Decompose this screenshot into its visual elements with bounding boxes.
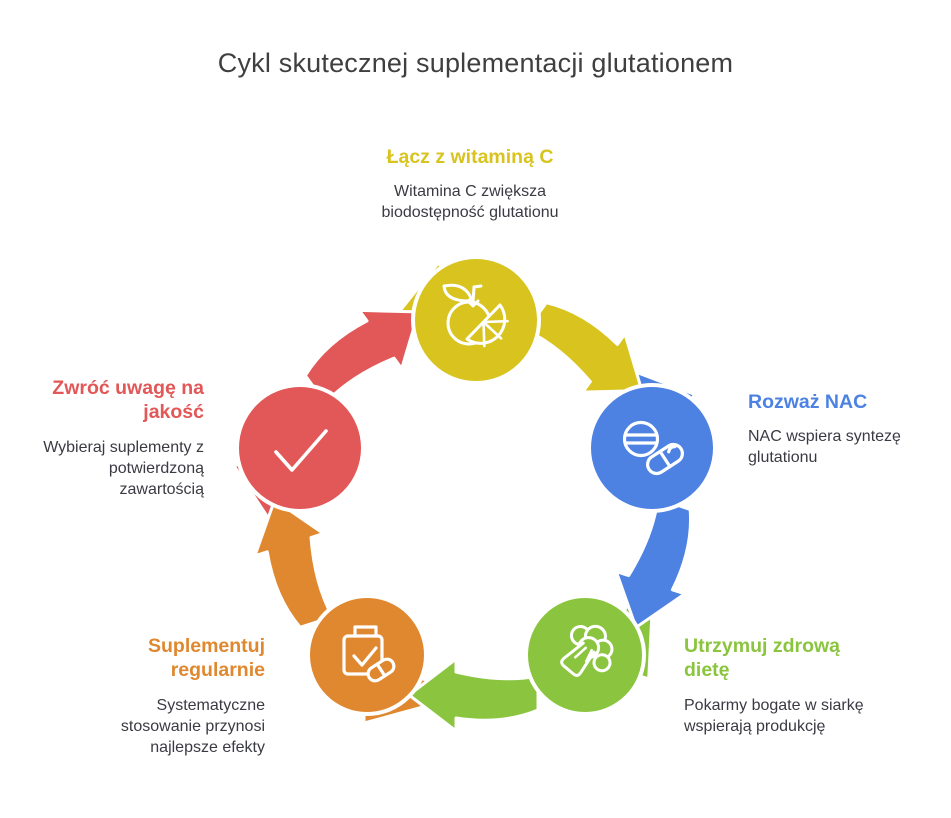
- checkmark-icon: [274, 429, 328, 472]
- step-description-quality: Wybieraj suplementy z potwierdzoną zawar…: [43, 438, 204, 498]
- step-heading-regular-supplementation: Suplementuj regularnie: [147, 635, 265, 682]
- step-circles: [235, 255, 717, 716]
- step-circle-regular-supplementation: [306, 594, 428, 716]
- step-circle-vitamin-c: [411, 255, 541, 385]
- pills-icon: [622, 420, 684, 476]
- step-description-vitamin-c: Witamina C zwiększa biodostępność glutat…: [381, 183, 559, 222]
- step-block-vitamin-c: Łącz z witaminą C Witamina C zwiększa bi…: [330, 145, 610, 224]
- step-block-regular-supplementation: Suplementuj regularnie Systematyczne sto…: [60, 634, 265, 758]
- step-block-healthy-diet: Utrzymuj zdrową dietę Pokarmy bogate w s…: [684, 634, 904, 737]
- page-title: Cykl skutecznej suplementacji glutatione…: [217, 48, 734, 78]
- orange-fruit-icon: [442, 283, 509, 348]
- step-heading-vitamin-c: Łącz z witaminą C: [386, 146, 554, 168]
- step-circle-nac: [587, 383, 717, 513]
- step-heading-quality: Zwróć uwagę na jakość: [52, 377, 204, 424]
- step-circle-quality: [235, 383, 365, 513]
- step-description-nac: NAC wspiera syntezę glutationu: [748, 428, 901, 467]
- step-description-healthy-diet: Pokarmy bogate w siarkę wspierają produk…: [684, 696, 864, 735]
- step-block-nac: Rozważ NAC NAC wspiera syntezę glutation…: [748, 390, 943, 469]
- arrow-healthy-diet-to-regular: [407, 657, 540, 733]
- step-block-quality: Zwróć uwagę na jakość Wybieraj suplement…: [24, 376, 204, 500]
- step-description-regular-supplementation: Systematyczne stosowanie przynosi najlep…: [120, 696, 265, 756]
- step-heading-nac: Rozważ NAC: [748, 391, 868, 413]
- step-heading-healthy-diet: Utrzymuj zdrową dietę: [684, 635, 841, 682]
- supplement-schedule-icon: [342, 625, 396, 683]
- broccoli-icon: [560, 624, 614, 677]
